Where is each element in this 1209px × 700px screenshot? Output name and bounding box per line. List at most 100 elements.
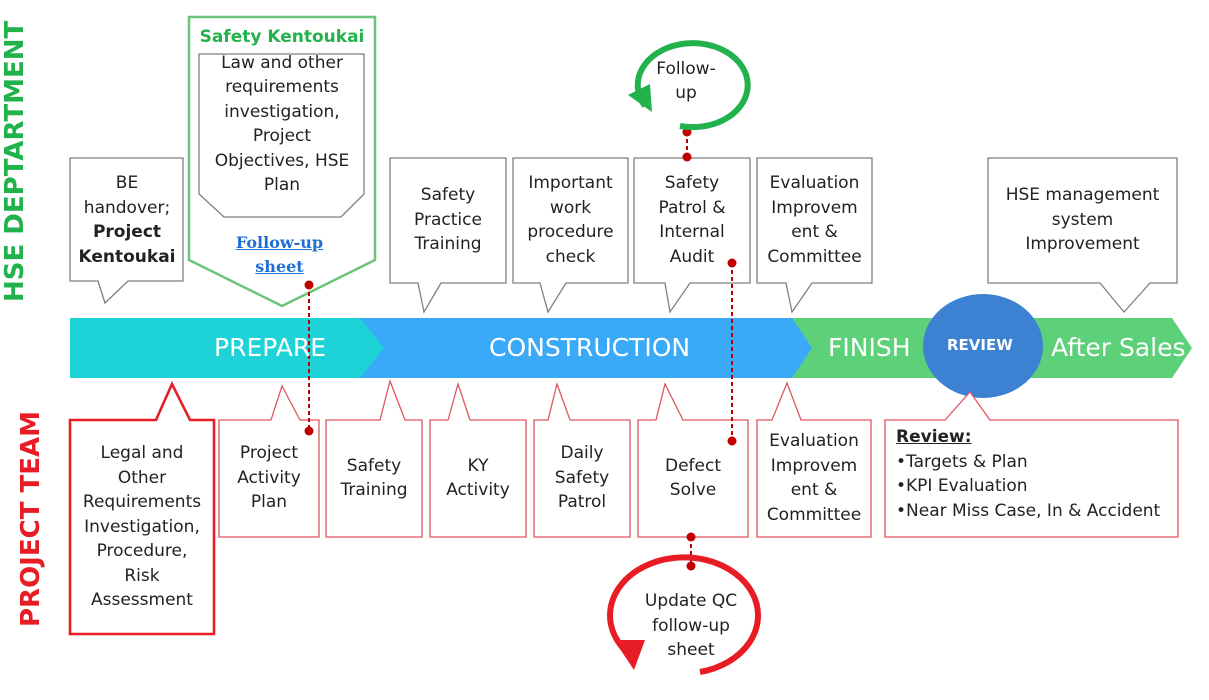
callout-line: check bbox=[545, 246, 596, 267]
stage-prepare-arrow bbox=[70, 318, 384, 378]
callout-line: Activity bbox=[446, 480, 510, 500]
callout-line: Activity bbox=[237, 467, 301, 488]
safety-kentoukai-text: Law and other requirements investigation… bbox=[200, 50, 364, 198]
be-handover-line: Project bbox=[92, 222, 162, 242]
callout-ky-activity bbox=[429, 381, 527, 538]
callout-line: Risk bbox=[124, 565, 160, 586]
callout-line: HSE management bbox=[1005, 185, 1160, 206]
callout-legal bbox=[68, 380, 216, 636]
stage-after-sales-arrow bbox=[1020, 318, 1192, 378]
important-work-text: Important work procedure check bbox=[514, 170, 627, 270]
kentoukai-line: investigation, bbox=[224, 101, 340, 122]
dot bbox=[682, 152, 692, 162]
callout-line: Safety bbox=[554, 467, 610, 488]
loop-line: follow-up bbox=[652, 615, 730, 636]
callout-line: system bbox=[1051, 209, 1114, 230]
callout-line: procedure bbox=[527, 222, 614, 242]
hse-management-text: HSE management system Improvement bbox=[989, 182, 1176, 258]
callout-line: Safety bbox=[346, 455, 402, 476]
callout-review bbox=[884, 390, 1179, 538]
callout-line: Patrol bbox=[557, 492, 607, 513]
follow-up-loop-arrowhead bbox=[628, 84, 652, 112]
safety-training-text: Safety Training bbox=[327, 452, 421, 504]
follow-up-sheet-link-line: sheet bbox=[255, 257, 304, 276]
callout-line: Improvem bbox=[771, 197, 858, 218]
callout-line: Important bbox=[528, 173, 613, 193]
dot bbox=[686, 561, 696, 571]
callout-line: Internal bbox=[659, 222, 725, 242]
callout-line: KY bbox=[467, 455, 489, 476]
loop-line: sheet bbox=[667, 640, 715, 661]
follow-up-sheet-link-line: Follow-up bbox=[235, 233, 324, 252]
review-list: Review: •Targets & Plan •KPI Evaluation … bbox=[896, 425, 1174, 523]
callout-line: ent & bbox=[790, 480, 838, 500]
kentoukai-line: Project bbox=[252, 126, 312, 146]
callout-line: Plan bbox=[250, 492, 288, 513]
callout-line: Evaluation bbox=[769, 431, 859, 451]
callout-line: Audit bbox=[669, 246, 715, 267]
callout-line: Practice bbox=[414, 209, 482, 230]
callout-line: Committee bbox=[767, 246, 862, 267]
update-qc-loop-text: Update QC follow-up sheet bbox=[630, 588, 752, 664]
follow-up-loop-text: Follow- up bbox=[640, 56, 732, 106]
safety-patrol-text: Safety Patrol & Internal Audit bbox=[635, 170, 749, 270]
callout-line: Evaluation bbox=[769, 173, 860, 193]
kentoukai-line: Plan bbox=[263, 175, 301, 195]
callout-line: ent & bbox=[791, 222, 838, 242]
callout-important-work bbox=[512, 157, 629, 314]
callout-safety-training bbox=[325, 378, 423, 538]
kentoukai-line: requirements bbox=[225, 77, 339, 97]
daily-patrol-text: Daily Safety Patrol bbox=[535, 440, 629, 516]
stage-finish-label: FINISH bbox=[828, 333, 911, 362]
safety-kentoukai-inner bbox=[198, 53, 365, 218]
callout-line: work bbox=[549, 197, 592, 218]
callout-line: Defect bbox=[664, 455, 721, 476]
callout-line: Improvem bbox=[770, 455, 858, 476]
stage-after-sales-label: After Sales bbox=[1051, 333, 1186, 362]
callout-safety-patrol bbox=[633, 157, 751, 314]
be-handover-line: BE bbox=[115, 173, 139, 193]
be-handover-text: BE handover; Project Kentoukai bbox=[72, 170, 182, 270]
stage-prepare-label: PREPARE bbox=[214, 333, 326, 362]
stage-finish-arrow bbox=[770, 318, 960, 378]
review-item: •Near Miss Case, In & Accident bbox=[896, 500, 1161, 521]
safety-practice-text: Safety Practice Training bbox=[391, 182, 505, 258]
review-item: •KPI Evaluation bbox=[896, 476, 1028, 496]
safety-kentoukai-title: Safety Kentoukai bbox=[199, 26, 365, 47]
lane-label-project: PROJECT TEAM bbox=[16, 411, 46, 627]
review-title: Review: bbox=[896, 427, 972, 447]
callout-line: Training bbox=[340, 480, 408, 500]
callout-defect bbox=[637, 382, 749, 538]
update-qc-loop-arrow bbox=[607, 554, 762, 675]
callout-line: Improvement bbox=[1025, 234, 1140, 255]
follow-up-loop-arrow bbox=[634, 40, 751, 131]
loop-line: up bbox=[675, 83, 697, 103]
follow-up-sheet-link[interactable]: Follow-up sheet bbox=[222, 231, 337, 279]
evaluation-hse-text: Evaluation Improvem ent & Committee bbox=[758, 170, 871, 270]
callout-line: Project bbox=[239, 443, 299, 464]
dot bbox=[686, 532, 696, 542]
loop-line: Update QC bbox=[644, 591, 738, 612]
callout-evaluation-hse bbox=[756, 157, 873, 314]
callout-line: Daily bbox=[560, 443, 604, 464]
callout-line: Committee bbox=[766, 504, 862, 525]
dot bbox=[727, 258, 737, 268]
callout-line: Patrol & bbox=[658, 197, 726, 218]
callout-line: Safety bbox=[420, 185, 476, 206]
callout-line: Assessment bbox=[91, 590, 193, 611]
review-circle bbox=[923, 294, 1043, 398]
callout-line: Training bbox=[414, 234, 482, 255]
callout-line: Legal and bbox=[100, 443, 184, 464]
callout-safety-practice bbox=[389, 157, 507, 314]
ky-activity-text: KY Activity bbox=[431, 452, 525, 504]
stage-review-label: REVIEW bbox=[947, 336, 1013, 354]
dot bbox=[304, 426, 314, 436]
be-handover-line: handover; bbox=[83, 197, 171, 218]
update-qc-loop-arrowhead bbox=[614, 640, 645, 670]
callout-daily-patrol bbox=[533, 381, 631, 538]
callout-line: Solve bbox=[669, 480, 717, 500]
callout-hse-management bbox=[987, 157, 1178, 313]
legal-text: Legal and Other Requirements Investigati… bbox=[72, 440, 212, 614]
evaluation-team-text: Evaluation Improvem ent & Committee bbox=[758, 428, 870, 528]
